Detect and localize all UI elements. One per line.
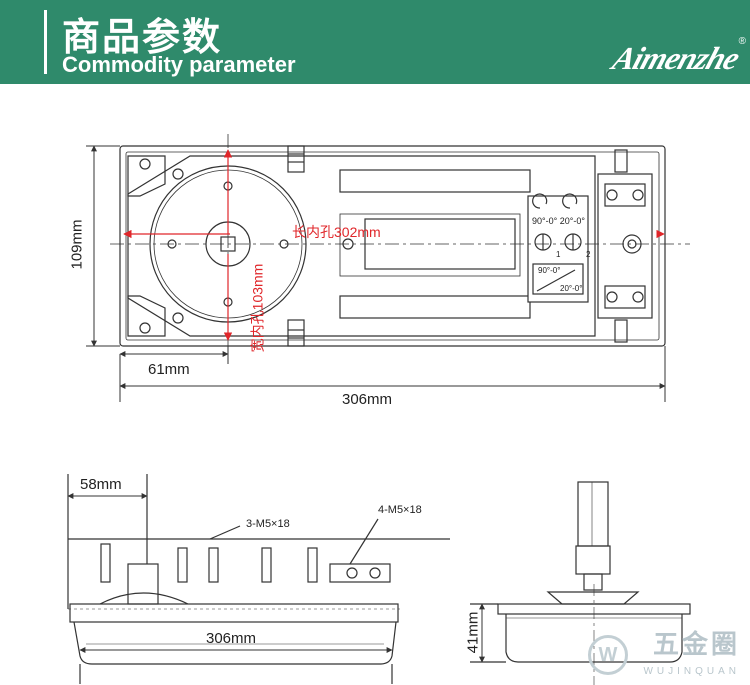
end-height-dim: 41mm [464, 611, 482, 654]
plate-label-num-2: 2 [586, 250, 591, 259]
side-view [67, 474, 450, 684]
top-height-dim: 109mm [68, 219, 86, 270]
body-housing [127, 155, 596, 337]
side-housing [69, 603, 399, 623]
header-banner: 商品参数 Commodity parameter Aimenzhe ® [0, 0, 750, 84]
registered-mark: ® [738, 36, 746, 47]
top-length-dim: 306mm [342, 391, 393, 408]
top-spindle-offset-dim: 61mm [148, 361, 190, 378]
adjustment-plate [527, 195, 589, 303]
technical-drawing [67, 134, 691, 685]
plate-label-num-1: 1 [556, 250, 561, 259]
header-accent-bar [44, 10, 47, 74]
side-length-dim: 306mm [206, 630, 257, 647]
plate-label-upper: 90°-0° 20°-0° [532, 216, 585, 226]
inner-width-label: 宽内孔103mm [249, 263, 266, 353]
cover-plate-outline [119, 145, 666, 347]
screws-m5x18 [100, 543, 318, 583]
watermark-name-cn: 五金圈 [652, 630, 740, 660]
screw-note-b: 4-M5×18 [378, 504, 422, 516]
inner-dimension-arrows [123, 149, 665, 341]
plate-label-lower-a: 90°-0° [538, 266, 561, 275]
page-title-en: Commodity parameter [62, 52, 296, 77]
watermark-name-en: WUJINQUAN [643, 666, 740, 677]
top-view [110, 134, 690, 354]
brand-logo: Aimenzhe [608, 40, 745, 76]
top-view-dimensions [86, 145, 666, 402]
page-title-cn: 商品参数 [62, 15, 223, 59]
pivot-arm [577, 481, 609, 547]
watermark-logo: W [588, 635, 628, 675]
screw-note-a: 3-M5×18 [246, 518, 290, 530]
plate-label-lower-b: 20°-0° [560, 284, 583, 293]
inner-length-label: 长内孔302mm [292, 224, 381, 240]
side-view-dimensions [67, 493, 393, 653]
watermark: W 五金圈 WUJINQUAN [580, 630, 740, 679]
side-spindle-dim: 58mm [80, 476, 122, 493]
